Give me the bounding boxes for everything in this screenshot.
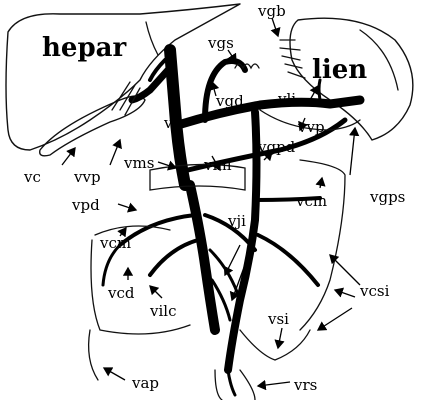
label-vp-portal: vp (163, 114, 182, 132)
label-vvp: vvp (73, 168, 101, 186)
label-vcm-left: vcm (295, 192, 327, 210)
liver-lobe-line (145, 21, 159, 56)
label-vcd: vcd (107, 284, 135, 302)
short-gastric-fan (279, 39, 306, 79)
label-vcsi: vcsi (359, 282, 390, 300)
label-vgb: vgb (257, 2, 286, 20)
colon-outlines (87, 81, 361, 400)
label-vli: vli (277, 90, 296, 108)
label-vgs: vgs (207, 34, 234, 52)
label-hepar: hepar (42, 33, 126, 63)
label-vsi: vsi (267, 310, 289, 328)
label-vgps: vgps (369, 188, 405, 206)
label-vpd: vpd (71, 196, 100, 214)
spleen-outline (289, 17, 414, 141)
label-vms: vms (123, 154, 154, 172)
label-vvp-spleen: vvp (297, 118, 325, 136)
label-vap: vap (131, 374, 159, 392)
label-vgpd: vgpd (257, 138, 296, 156)
left-gastric-coil (234, 63, 260, 70)
label-arrows (61, 17, 361, 391)
label-vmi: vmi (203, 156, 232, 174)
label-vji: vji (227, 212, 246, 230)
liver-outline (5, 3, 241, 151)
label-lien: lien (312, 55, 367, 85)
label-vgd: vgd (215, 92, 244, 110)
label-vcm-right: vcm (99, 234, 131, 252)
spleen-inner-line (359, 29, 399, 91)
vessel-tree (101, 44, 365, 397)
gallbladder-outline (39, 95, 146, 157)
label-vc: vc (23, 168, 41, 186)
label-vilc: vilc (149, 302, 176, 320)
label-vrs: vrs (293, 376, 317, 394)
